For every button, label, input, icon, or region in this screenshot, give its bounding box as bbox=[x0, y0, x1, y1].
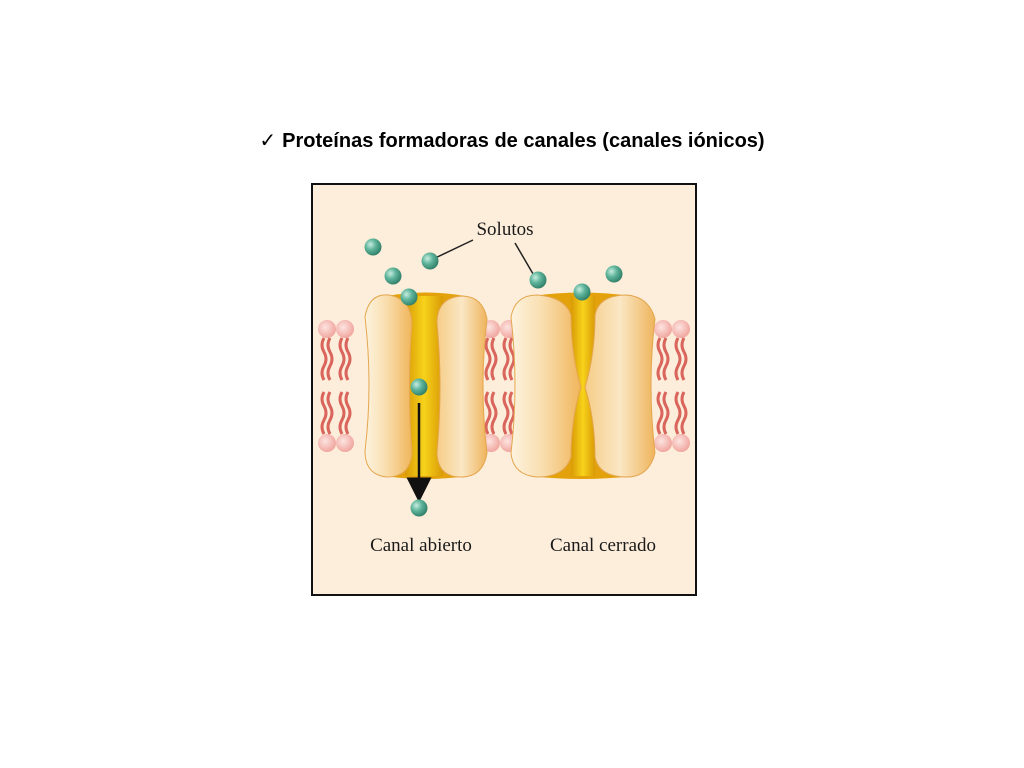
slide-title: ✓Proteínas formadoras de canales (canale… bbox=[0, 128, 1024, 153]
solute-particles bbox=[364, 238, 623, 517]
solute-particle-icon bbox=[605, 265, 623, 283]
solute-particle-icon bbox=[384, 267, 402, 285]
open-channel-protein bbox=[364, 292, 488, 479]
solute-particle-icon bbox=[364, 238, 382, 256]
solutes-leader-lines bbox=[430, 239, 537, 280]
solute-particle-icon bbox=[421, 252, 439, 270]
solute-particle-icon bbox=[573, 283, 591, 301]
open-channel-label: Canal abierto bbox=[370, 535, 472, 556]
closed-channel-right-subunit bbox=[584, 294, 656, 478]
open-channel-right-subunit bbox=[436, 295, 488, 478]
channel-diagram: Solutos Canal abierto Canal cerrado bbox=[316, 219, 692, 556]
solute-particle-icon bbox=[400, 288, 418, 306]
open-channel-left-subunit bbox=[364, 294, 413, 478]
channel-protein-figure: Solutos Canal abierto Canal cerrado bbox=[311, 183, 697, 596]
closed-channel-label: Canal cerrado bbox=[550, 535, 656, 556]
closed-channel-left-subunit bbox=[510, 294, 582, 478]
solute-particle-icon bbox=[410, 499, 428, 517]
solutes-label: Solutos bbox=[476, 219, 533, 240]
checkmark-icon: ✓ bbox=[259, 130, 277, 152]
solute-particle-icon bbox=[410, 378, 428, 396]
solute-particle-icon bbox=[529, 271, 547, 289]
closed-channel-protein bbox=[510, 292, 656, 479]
title-text: Proteínas formadoras de canales (canales… bbox=[282, 130, 765, 152]
